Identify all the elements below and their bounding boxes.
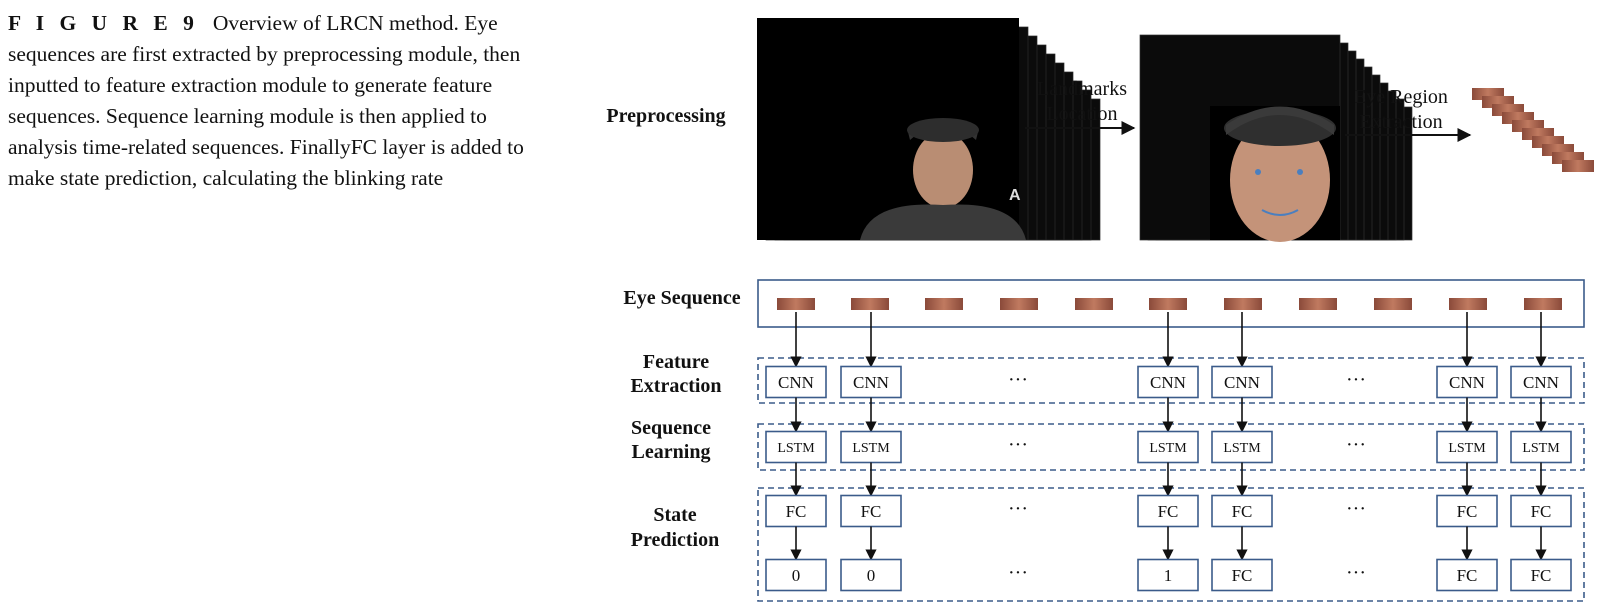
- lstm-box: [1436, 430, 1498, 464]
- fc-text: FC: [1158, 502, 1179, 521]
- ellipsis: ···: [1008, 369, 1028, 391]
- learning-label: Learning: [632, 441, 711, 463]
- location-label: Location: [1046, 103, 1117, 125]
- lrcn-columns: CNN LSTM FC 0 CNN LSTM FC 0 CNN LSTM FC 1 CNN LSTM FC F…: [765, 312, 1572, 592]
- preprocessing-label: Preprocessing: [606, 105, 725, 127]
- eye-sequence-patches: [777, 298, 1562, 310]
- fc-text: FC: [861, 502, 882, 521]
- fc-text: FC: [786, 502, 807, 521]
- fc-box: [1211, 494, 1273, 528]
- landmarks-location-arrow: Landmarks Location: [1025, 78, 1136, 135]
- lstm-box: [1137, 430, 1199, 464]
- face-crop-front: [1210, 106, 1340, 242]
- lstm-text: LSTM: [1448, 441, 1486, 456]
- face-frame-front: A: [757, 18, 1026, 240]
- extraction-label: Extraction: [1359, 111, 1442, 133]
- eye-region-label: Eye Region: [1354, 86, 1448, 108]
- ellipsis: ···: [1346, 498, 1366, 520]
- state-label: State: [653, 504, 696, 526]
- ellipsis: ···: [1346, 562, 1366, 584]
- output-box: [1137, 558, 1199, 592]
- cnn-text: CNN: [778, 373, 814, 392]
- ellipsis: ···: [1008, 434, 1028, 456]
- eye-patch: [1524, 298, 1562, 310]
- eye-patch: [1075, 298, 1113, 310]
- fc-box: [1436, 494, 1498, 528]
- eye-patch: [1449, 298, 1487, 310]
- svg-text:A: A: [1009, 187, 1021, 204]
- cnn-box: [1510, 365, 1572, 399]
- output-box: [1211, 558, 1273, 592]
- output-text: FC: [1457, 566, 1478, 585]
- cnn-box: [1211, 365, 1273, 399]
- output-box: [840, 558, 902, 592]
- prediction-label: Prediction: [631, 529, 720, 551]
- fc-box: [1137, 494, 1199, 528]
- fc-box: [1510, 494, 1572, 528]
- lstm-box: [1211, 430, 1273, 464]
- cnn-box: [1436, 365, 1498, 399]
- cnn-text: CNN: [1523, 373, 1559, 392]
- eye-patch: [925, 298, 963, 310]
- eye-region-extraction-arrow: Eye Region Extraction: [1345, 86, 1472, 142]
- ellipsis: ···: [1008, 498, 1028, 520]
- output-box: [1510, 558, 1572, 592]
- eye-patch: [1299, 298, 1337, 310]
- eye-patch: [777, 298, 815, 310]
- face-crop-stack: [1139, 34, 1413, 242]
- sequence-label: Sequence: [631, 417, 711, 439]
- eye-sequence-box: [757, 279, 1585, 328]
- output-text: 1: [1164, 566, 1173, 585]
- lstm-text: LSTM: [1149, 441, 1187, 456]
- cnn-text: CNN: [853, 373, 889, 392]
- eye-patch: [1000, 298, 1038, 310]
- eye-patch: [851, 298, 889, 310]
- eye-crop-cascade: [1472, 88, 1594, 172]
- output-text: 0: [792, 566, 801, 585]
- cnn-box: [765, 365, 827, 399]
- extraction-row-label: Extraction: [630, 375, 721, 397]
- eye-sequence-label: Eye Sequence: [623, 287, 740, 309]
- fc-text: FC: [1457, 502, 1478, 521]
- eye-patch: [1149, 298, 1187, 310]
- landmarks-label: Landmarks: [1037, 78, 1127, 100]
- lstm-box: [765, 430, 827, 464]
- video-frame-stack: A: [757, 18, 1101, 241]
- eye-patch: [1374, 298, 1412, 310]
- feature-label: Feature: [643, 351, 709, 373]
- ellipsis: ···: [1346, 434, 1366, 456]
- lstm-text: LSTM: [1223, 441, 1261, 456]
- cnn-box: [840, 365, 902, 399]
- output-text: 0: [867, 566, 876, 585]
- figure-label: F I G U R E 9: [8, 11, 199, 35]
- cnn-text: CNN: [1449, 373, 1485, 392]
- output-box: [1436, 558, 1498, 592]
- output-text: FC: [1232, 566, 1253, 585]
- ellipsis: ···: [1346, 369, 1366, 391]
- lstm-text: LSTM: [852, 441, 890, 456]
- lstm-text: LSTM: [1522, 441, 1560, 456]
- output-text: FC: [1531, 566, 1552, 585]
- lstm-box: [840, 430, 902, 464]
- lstm-text: LSTM: [777, 441, 815, 456]
- ellipsis: ···: [1008, 562, 1028, 584]
- caption-text: Overview of LRCN method. Eye sequences a…: [8, 11, 524, 190]
- fc-text: FC: [1531, 502, 1552, 521]
- fc-text: FC: [1232, 502, 1253, 521]
- eye-crop: [1562, 160, 1594, 172]
- cnn-text: CNN: [1150, 373, 1186, 392]
- cnn-text: CNN: [1224, 373, 1260, 392]
- output-box: [765, 558, 827, 592]
- lstm-box: [1510, 430, 1572, 464]
- eye-patch: [1224, 298, 1262, 310]
- fc-box: [765, 494, 827, 528]
